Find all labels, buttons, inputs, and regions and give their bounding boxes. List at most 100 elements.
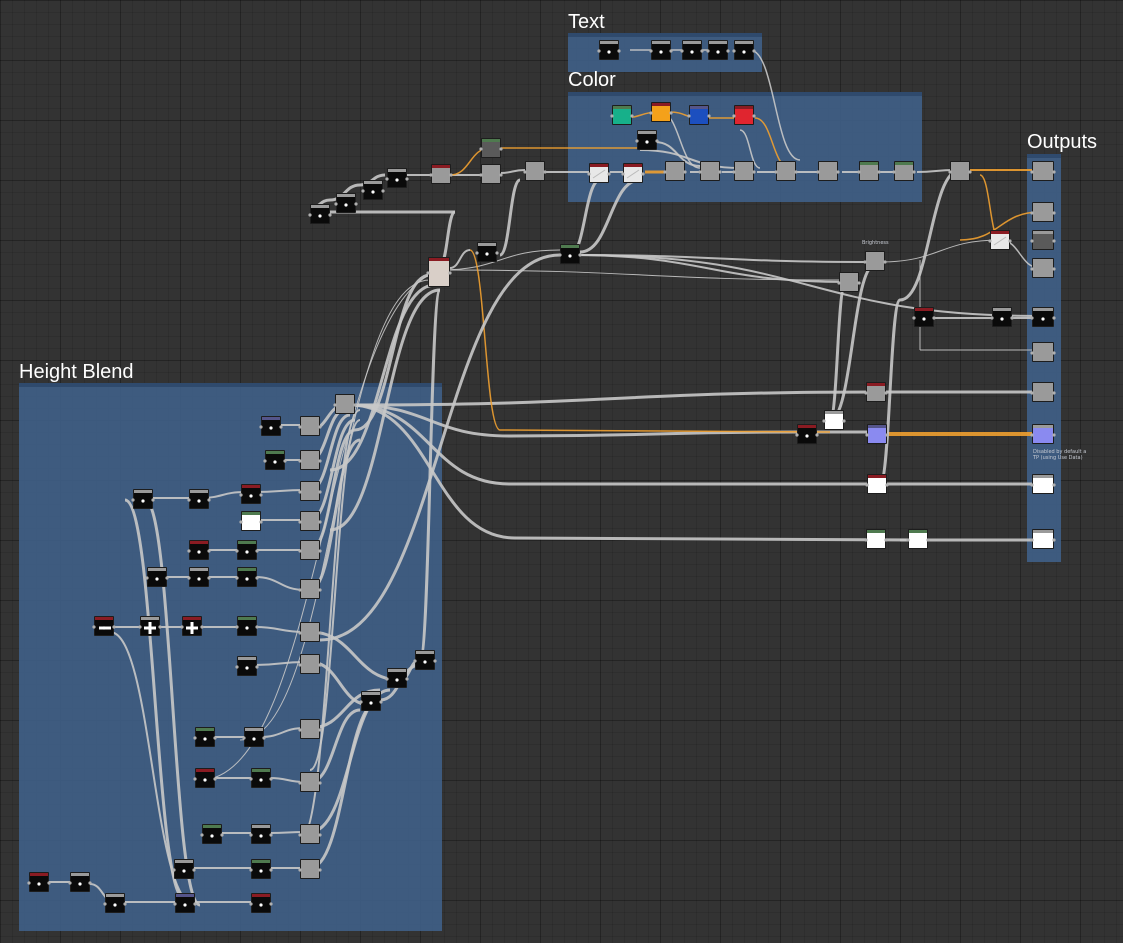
- hb-node-41[interactable]: [173, 893, 197, 913]
- output-port[interactable]: [318, 631, 322, 635]
- input-port[interactable]: [732, 114, 736, 118]
- hb-node-20[interactable]: [298, 622, 322, 642]
- output-port[interactable]: [842, 419, 846, 423]
- input-port[interactable]: [426, 271, 430, 275]
- output-port[interactable]: [283, 459, 287, 463]
- input-node-d[interactable]: [308, 204, 332, 224]
- hb-node-22[interactable]: [298, 654, 322, 674]
- output-port[interactable]: [151, 498, 155, 502]
- color-chain-1[interactable]: [587, 163, 611, 183]
- output-port[interactable]: [262, 736, 266, 740]
- hb-node-12[interactable]: [187, 540, 211, 560]
- hb-node-21[interactable]: [235, 656, 259, 676]
- output-port[interactable]: [1052, 316, 1056, 320]
- hb-node-37[interactable]: [298, 859, 322, 879]
- output-port[interactable]: [449, 173, 453, 177]
- output-port[interactable]: [255, 665, 259, 669]
- output-height-old[interactable]: [1030, 342, 1056, 362]
- input-port[interactable]: [863, 260, 867, 264]
- text-node-5[interactable]: [732, 40, 756, 60]
- levels-node[interactable]: [475, 242, 499, 262]
- hb-node-3[interactable]: [298, 416, 322, 436]
- input-port[interactable]: [68, 881, 72, 885]
- output-port[interactable]: [448, 271, 452, 275]
- input-port[interactable]: [558, 253, 562, 257]
- input-port[interactable]: [1030, 538, 1034, 542]
- input-port[interactable]: [990, 316, 994, 320]
- output-port[interactable]: [213, 777, 217, 781]
- output-port[interactable]: [259, 520, 263, 524]
- hb-node-15[interactable]: [145, 567, 169, 587]
- input-port[interactable]: [649, 111, 653, 115]
- hb-node-7[interactable]: [187, 489, 211, 509]
- output-port[interactable]: [318, 781, 322, 785]
- output-port[interactable]: [318, 588, 322, 592]
- normal-node[interactable]: [865, 424, 889, 444]
- output-port[interactable]: [405, 677, 409, 681]
- hb-node-36[interactable]: [249, 859, 273, 879]
- input-port[interactable]: [621, 172, 625, 176]
- input-port[interactable]: [298, 833, 302, 837]
- input-port[interactable]: [635, 139, 639, 143]
- input-port[interactable]: [308, 213, 312, 217]
- output-port[interactable]: [752, 114, 756, 118]
- output-roughness[interactable]: [1030, 202, 1056, 222]
- input-port[interactable]: [172, 868, 176, 872]
- hb-node-6[interactable]: [131, 489, 155, 509]
- output-port[interactable]: [213, 736, 217, 740]
- input-port[interactable]: [774, 170, 778, 174]
- text-node-1[interactable]: [597, 40, 621, 60]
- node-red-header[interactable]: [864, 382, 888, 402]
- input-port[interactable]: [298, 631, 302, 635]
- output-port[interactable]: [318, 549, 322, 553]
- output-port[interactable]: [269, 868, 273, 872]
- text-node-2[interactable]: [649, 40, 673, 60]
- output-port[interactable]: [607, 172, 611, 176]
- input-port[interactable]: [816, 170, 820, 174]
- output-port[interactable]: [884, 538, 888, 542]
- output-port[interactable]: [669, 49, 673, 53]
- input-port[interactable]: [298, 781, 302, 785]
- hb-node-17[interactable]: [235, 567, 259, 587]
- hb-node-30[interactable]: [249, 768, 273, 788]
- output-port[interactable]: [499, 173, 503, 177]
- input-port[interactable]: [145, 576, 149, 580]
- input-port[interactable]: [649, 49, 653, 53]
- input-port[interactable]: [103, 902, 107, 906]
- input-port[interactable]: [187, 576, 191, 580]
- hb-node-25[interactable]: [359, 691, 383, 711]
- output-port[interactable]: [912, 170, 916, 174]
- output-port[interactable]: [269, 833, 273, 837]
- input-port[interactable]: [1030, 211, 1034, 215]
- input-port[interactable]: [298, 425, 302, 429]
- input-port[interactable]: [1030, 316, 1034, 320]
- node-pill-1[interactable]: [864, 529, 888, 549]
- color-swatch-orange[interactable]: [649, 102, 673, 122]
- color-chain-7[interactable]: [816, 161, 840, 181]
- input-port[interactable]: [138, 625, 142, 629]
- input-port[interactable]: [385, 677, 389, 681]
- color-chain-8[interactable]: [857, 161, 881, 181]
- input-port[interactable]: [906, 538, 910, 542]
- output-port[interactable]: [1052, 170, 1056, 174]
- output-port[interactable]: [700, 49, 704, 53]
- color-swatch-red[interactable]: [732, 105, 756, 125]
- input-port[interactable]: [912, 316, 916, 320]
- input-port[interactable]: [1030, 170, 1034, 174]
- hb-node-26[interactable]: [193, 727, 217, 747]
- input-port[interactable]: [200, 833, 204, 837]
- color-chain-10[interactable]: [948, 161, 972, 181]
- node-white-mask[interactable]: [865, 474, 889, 494]
- output-mask[interactable]: [1030, 474, 1056, 494]
- input-port[interactable]: [865, 483, 869, 487]
- output-port[interactable]: [617, 49, 621, 53]
- hb-node-28[interactable]: [298, 719, 322, 739]
- hb-node-35[interactable]: [172, 859, 196, 879]
- output-port[interactable]: [655, 139, 659, 143]
- input-port[interactable]: [479, 147, 483, 151]
- output-port[interactable]: [857, 281, 861, 285]
- hb-node-39[interactable]: [68, 872, 92, 892]
- input-port[interactable]: [988, 239, 992, 243]
- input-port[interactable]: [259, 425, 263, 429]
- input-port[interactable]: [249, 777, 253, 781]
